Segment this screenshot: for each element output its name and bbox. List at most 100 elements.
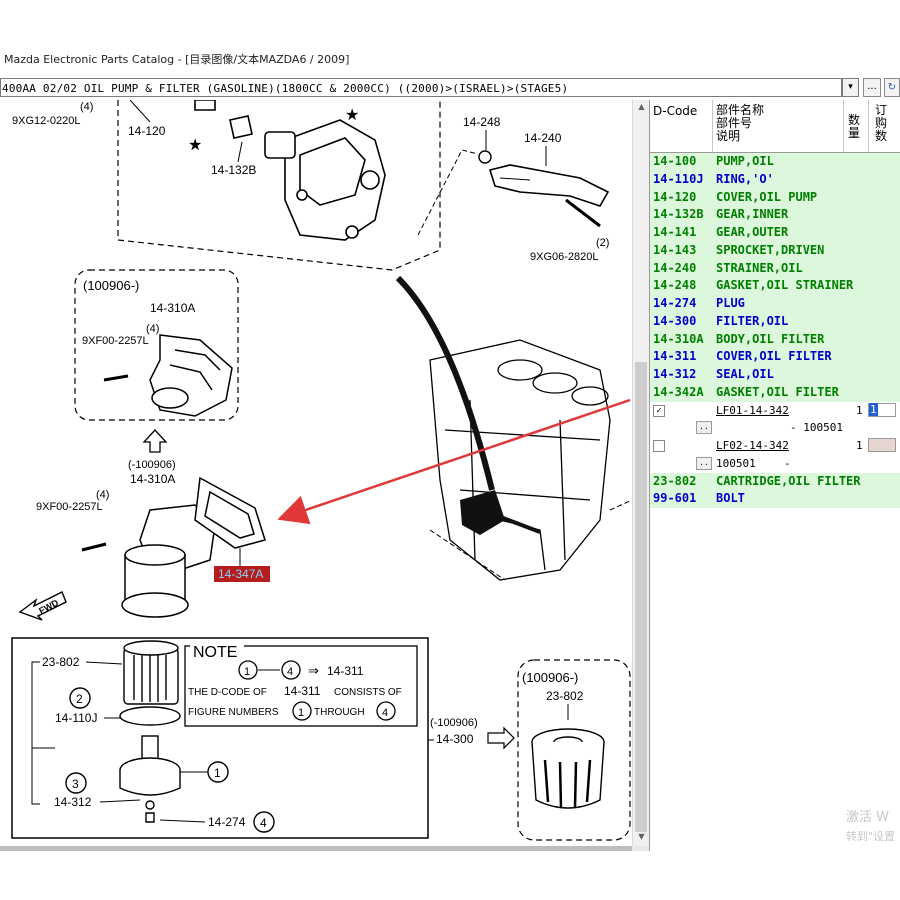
part-dcode[interactable]: 14-311 <box>653 349 697 364</box>
part-name: CARTRIDGE,OIL FILTER <box>716 473 861 488</box>
label-date-new-2: (100906-) <box>522 670 578 685</box>
note-text-3: FIGURE NUMBERS <box>188 707 279 718</box>
part-number-row[interactable]: LF02-14-342 1 <box>650 437 900 455</box>
label-23-802-new[interactable]: 23-802 <box>546 689 584 703</box>
part-name: STRAINER,OIL <box>716 260 803 275</box>
scrollbar-thumb[interactable] <box>635 362 647 832</box>
part-dcode[interactable]: 14-300 <box>653 313 697 328</box>
label-14-132b[interactable]: 14-132B <box>211 163 256 177</box>
part-dcode[interactable]: 14-310A <box>653 331 704 346</box>
part-dcode[interactable]: 14-120 <box>653 189 697 204</box>
catalog-path-combobox[interactable]: 400AA 02/02 OIL PUMP & FILTER (GASOLINE)… <box>0 78 842 97</box>
part-select-checkbox[interactable]: ✓ <box>653 404 665 417</box>
more-info-button[interactable]: .. <box>696 456 712 470</box>
part-date-range: 100501 <box>716 456 756 470</box>
diagram-canvas: ★ ★ (4) 9XG12-0220L 14-120 14-132B 14-24… <box>11 100 632 841</box>
star-mark: ★ <box>345 107 359 124</box>
part-number-row[interactable]: ✓ LF01-14-342 1 1 <box>650 401 900 420</box>
part-dcode[interactable]: 14-110J <box>653 171 704 186</box>
part-row[interactable]: 14-240 STRAINER,OIL <box>650 259 900 278</box>
diagram-vertical-scrollbar[interactable]: ▲ ▼ <box>632 100 650 846</box>
note-text-1: THE D-CODE OF <box>188 687 267 698</box>
part-qty: 1 <box>856 439 863 452</box>
label-14-300[interactable]: 14-300 <box>436 732 474 746</box>
parts-diagram[interactable]: ★ ★ (4) 9XG12-0220L 14-120 14-132B 14-24… <box>0 100 632 846</box>
header-order[interactable]: 订购数 <box>874 103 887 143</box>
label-bolt-9xg06[interactable]: 9XG06-2820L <box>530 251 599 263</box>
label-23-802[interactable]: 23-802 <box>42 655 80 669</box>
label-14-274[interactable]: 14-274 <box>208 815 246 829</box>
window-titlebar: Mazda Electronic Parts Catalog - [目录图像/文… <box>0 44 900 77</box>
header-part-name[interactable]: 部件名称 部件号 说明 <box>716 104 764 143</box>
label-14-310a-old[interactable]: 14-310A <box>130 472 175 486</box>
part-number[interactable]: LF01-14-342 <box>716 403 789 417</box>
part-row[interactable]: 23-802 CARTRIDGE,OIL FILTER <box>650 472 900 491</box>
part-row[interactable]: 14-120 COVER,OIL PUMP <box>650 188 900 207</box>
scroll-up-icon[interactable]: ▲ <box>638 102 645 111</box>
note-title: NOTE <box>193 644 237 661</box>
activation-watermark-sub: 转到"设置 <box>846 830 896 843</box>
part-dcode[interactable]: 14-100 <box>653 154 697 168</box>
label-bolt-9xf00[interactable]: 9XF00-2257L <box>82 335 149 347</box>
label-14-248[interactable]: 14-248 <box>463 115 501 129</box>
label-qty: (4) <box>80 101 93 113</box>
part-dcode[interactable]: 14-132B <box>653 207 704 222</box>
circle-2: 2 <box>76 692 83 706</box>
part-dcode[interactable]: 14-141 <box>653 225 697 239</box>
label-14-240[interactable]: 14-240 <box>524 131 562 145</box>
part-dcode[interactable]: 23-802 <box>653 473 697 488</box>
label-14-310a[interactable]: 14-310A <box>150 301 195 315</box>
refresh-icon[interactable]: ↻ <box>884 78 900 97</box>
label-14-312[interactable]: 14-312 <box>54 795 92 809</box>
label-bolt-9xf00-old[interactable]: 9XF00-2257L <box>36 501 103 513</box>
more-info-button[interactable]: .. <box>696 421 712 435</box>
header-dcode[interactable]: D-Code <box>653 104 698 118</box>
part-row[interactable]: 14-143 SPROCKET,DRIVEN <box>650 241 900 260</box>
note-text-code: 14-311 <box>284 684 321 698</box>
order-qty-input[interactable] <box>868 438 896 452</box>
part-dcode[interactable]: 99-601 <box>653 491 697 506</box>
scroll-down-icon[interactable]: ▼ <box>638 832 645 841</box>
part-dcode[interactable]: 14-274 <box>653 296 697 310</box>
browse-button[interactable]: ... <box>863 78 881 97</box>
circle-1: 1 <box>214 766 221 780</box>
part-number[interactable]: LF02-14-342 <box>716 439 789 452</box>
label-14-347a[interactable]: 14-347A <box>218 567 263 581</box>
part-date-range: - 100501 <box>790 421 843 435</box>
part-dcode[interactable]: 14-240 <box>653 260 697 275</box>
part-name: BODY,OIL FILTER <box>716 331 825 346</box>
part-note-row: .. 100501 - <box>650 454 900 473</box>
label-14-110j[interactable]: 14-110J <box>55 711 97 725</box>
diagram-horizontal-scrollbar[interactable] <box>0 846 649 851</box>
part-row[interactable]: 14-310A BODY,OIL FILTER <box>650 330 900 349</box>
part-name: COVER,OIL PUMP <box>716 189 818 204</box>
note-circle-4: 4 <box>287 666 293 678</box>
header-qty[interactable]: 数量 <box>847 113 860 140</box>
part-name: GASKET,OIL FILTER <box>716 384 839 399</box>
part-row[interactable]: 14-342A GASKET,OIL FILTER <box>650 383 900 402</box>
circle-3: 3 <box>72 777 79 791</box>
part-dcode[interactable]: 14-143 <box>653 242 697 257</box>
hscroll-thumb[interactable] <box>0 846 632 851</box>
label-14-120[interactable]: 14-120 <box>128 124 166 138</box>
chevron-down-icon[interactable]: ▾ <box>842 78 859 97</box>
label-bolt-9xg12[interactable]: 9XG12-0220L <box>12 115 81 127</box>
part-select-checkbox[interactable] <box>653 440 665 452</box>
order-qty-input[interactable]: 1 <box>868 402 896 417</box>
part-name: SPROCKET,DRIVEN <box>716 242 825 257</box>
part-dcode[interactable]: 14-248 <box>653 278 697 293</box>
header-name-line1: 部件名称 <box>716 103 765 117</box>
part-dcode[interactable]: 14-312 <box>653 367 697 381</box>
part-dcode[interactable]: 14-342A <box>653 384 704 399</box>
